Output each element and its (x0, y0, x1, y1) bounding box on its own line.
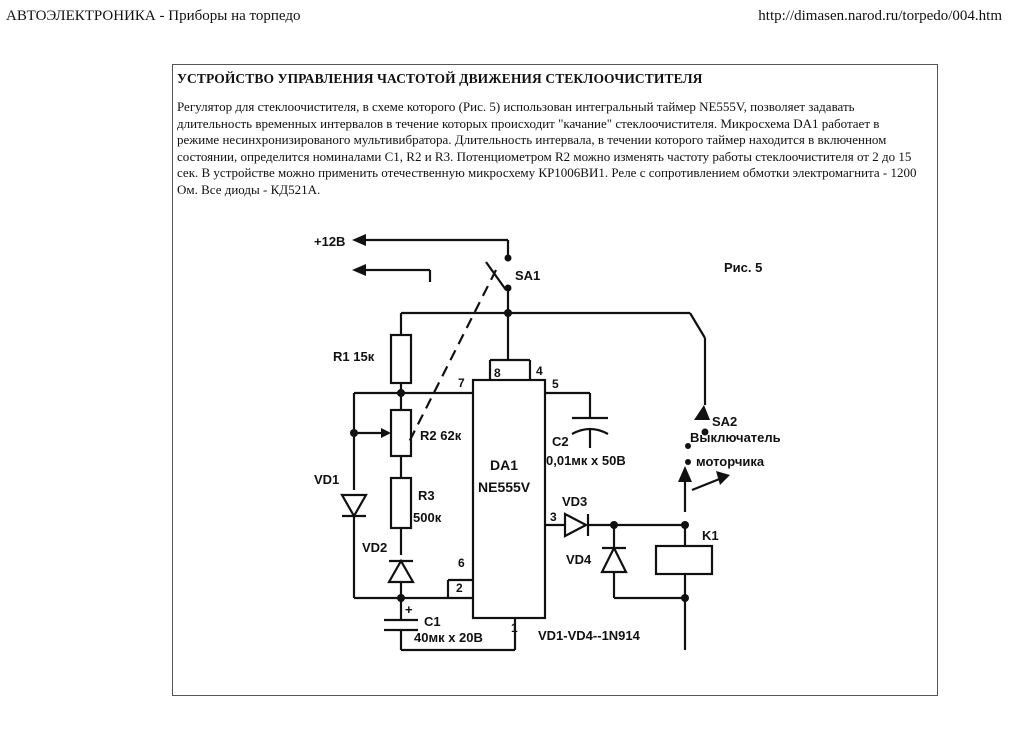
diodes-note: VD1-VD4--1N914 (538, 628, 641, 643)
c2-value: 0,01мк x 50В (546, 453, 626, 468)
vd2-label: VD2 (362, 540, 387, 555)
pin3-label: 3 (550, 510, 557, 524)
vd4-label: VD4 (566, 552, 592, 567)
da1-ic-body (471, 378, 547, 620)
header-url[interactable]: http://dimasen.narod.ru/torpedo/004.htm (758, 8, 1002, 24)
k1-label: K1 (702, 528, 719, 543)
c1-value: 40мк x 20В (414, 630, 483, 645)
vd3-label: VD3 (562, 494, 587, 509)
vd4-diode-icon (600, 545, 628, 574)
vd1-diode-icon (340, 493, 368, 519)
k1-relay-coil (654, 544, 714, 576)
r2-wiper-arrow-icon (381, 428, 391, 438)
sa2-desc-line1: Выключатель (690, 430, 781, 445)
r1-label: R1 15к (333, 349, 375, 364)
document-sheet: УСТРОЙСТВО УПРАВЛЕНИЯ ЧАСТОТОЙ ДВИЖЕНИЯ … (172, 64, 938, 696)
r1-resistor (389, 333, 413, 385)
pin4-label: 4 (536, 364, 543, 378)
vd1-label: VD1 (314, 472, 339, 487)
junction-top (504, 309, 512, 317)
sa2-label: SA2 (712, 414, 737, 429)
supply-label: +12В (314, 234, 345, 249)
junction-k1-bottom (681, 594, 689, 602)
sa1-label: SA1 (515, 268, 540, 283)
pin2-label: 2 (456, 581, 463, 595)
supply-arrow-icon (352, 234, 366, 246)
pin5-label: 5 (552, 377, 559, 391)
k1-contact-arrow-icon (678, 466, 692, 482)
header-title: АВТОЭЛЕКТРОНИКА - Приборы на торпедо (6, 8, 301, 24)
vd3-diode-icon (563, 512, 589, 538)
sa2-dot-1 (685, 443, 691, 449)
k1-blade-arrow-icon (716, 471, 730, 485)
rail-to-sa2 (689, 312, 706, 339)
sa2-dot-2 (685, 459, 691, 465)
sa2-desc-line2: моторчика (696, 454, 765, 469)
r3-label: R3 (418, 488, 435, 503)
document-paragraph: Регулятор для стеклоочистителя, в схеме … (177, 99, 917, 197)
ic-type-label: NE555V (478, 479, 531, 495)
ic-name-label: DA1 (490, 457, 518, 473)
sa1-blade (485, 261, 507, 291)
r3-value: 500к (413, 510, 442, 525)
k1-contact-blade (691, 476, 723, 492)
pin8-label: 8 (494, 366, 501, 380)
pin7-label: 7 (458, 376, 465, 390)
document-title: УСТРОЙСТВО УПРАВЛЕНИЯ ЧАСТОТОЙ ДВИЖЕНИЯ … (177, 71, 703, 86)
vd2-diode-icon (387, 558, 415, 584)
c2-label: C2 (552, 434, 569, 449)
ganged-link (407, 269, 497, 445)
ground-arrow-icon (352, 264, 366, 276)
figure-label: Рис. 5 (724, 260, 762, 275)
c2-plate-bottom (571, 427, 609, 435)
c1-label: C1 (424, 614, 441, 629)
sa2-contact-top (701, 428, 709, 436)
sa2-arrow-icon (694, 405, 710, 420)
c1-plus: + (405, 602, 413, 617)
r3-resistor (389, 476, 413, 530)
r2-potentiometer (389, 408, 413, 458)
r2-label: R2 62к (420, 428, 462, 443)
pin6-label: 6 (458, 556, 465, 570)
